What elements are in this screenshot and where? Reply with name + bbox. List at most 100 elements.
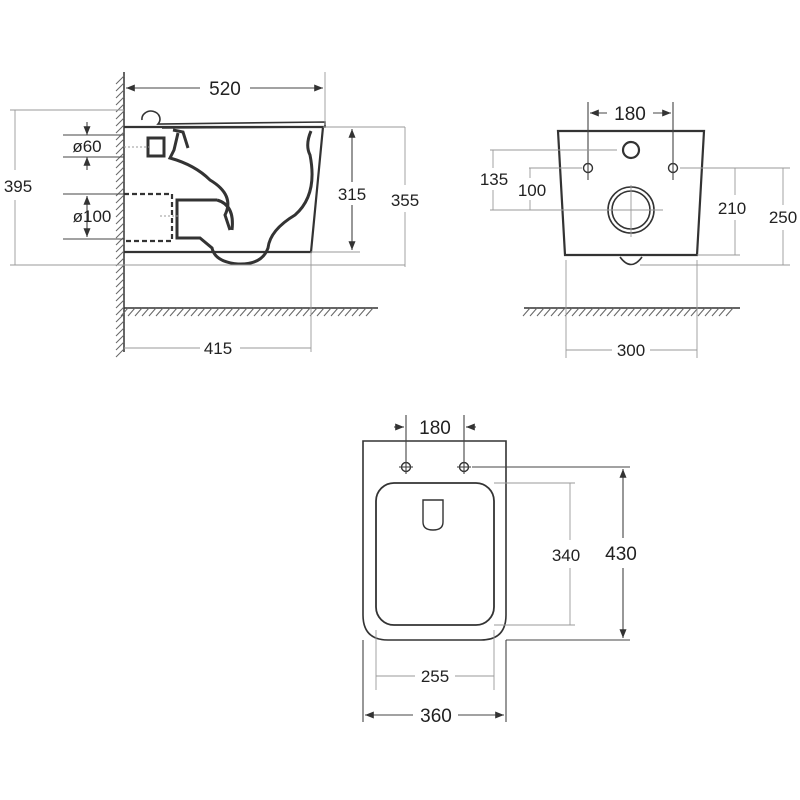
hatch-line (592, 307, 601, 317)
hatch-line (115, 89, 125, 99)
hatch-line (613, 307, 622, 317)
hatch-line (141, 307, 150, 317)
hatch-line (267, 307, 276, 317)
hatch-line (676, 307, 685, 317)
hatch-line (115, 271, 125, 281)
hatch-line (337, 307, 346, 317)
dimension-label: 315 (338, 185, 366, 204)
hatch-line (295, 307, 304, 317)
hatch-line (115, 131, 125, 141)
dimension-label: 520 (209, 79, 241, 100)
dimension-inlet-diameter: ø60 (63, 122, 124, 170)
hatch-line (115, 299, 125, 309)
hatch-line (634, 307, 643, 317)
hatch-line (288, 307, 297, 317)
dimension-340: 340 (494, 482, 580, 626)
dimension-395: 395 (4, 109, 405, 266)
toilet-back-profile (556, 129, 706, 266)
hatch-line (365, 307, 374, 317)
hatch-line (211, 307, 220, 317)
hatch-line (155, 307, 164, 317)
dimension-label: 415 (204, 339, 232, 358)
hatch-line (585, 307, 594, 317)
hatch-line (115, 264, 125, 274)
hatch-line (197, 307, 206, 317)
dimension-180-back: 180 (587, 102, 674, 180)
hatch-line (358, 307, 367, 317)
hatch-line (697, 307, 706, 317)
hatch-line (115, 236, 125, 246)
dimension-outlet-diameter: ø100 (63, 193, 124, 240)
hatch-line (183, 307, 192, 317)
hatch-line (162, 307, 171, 317)
dimension-label: 300 (617, 341, 645, 360)
dimension-label: 430 (605, 544, 637, 565)
hatch-line (115, 208, 125, 218)
hatch-line (557, 307, 566, 317)
side-view: 520 395 ø60 ø100 315 (4, 72, 419, 358)
hatch-line (115, 348, 125, 358)
hatch-line (134, 307, 143, 317)
hatch-line (115, 215, 125, 225)
hatch-line (115, 75, 125, 85)
dimension-100: 100 (518, 167, 582, 210)
dimension-label: 180 (614, 104, 646, 125)
dimension-label: 255 (421, 667, 449, 686)
dimension-180-top: 180 (394, 415, 476, 474)
hatch-line (115, 187, 125, 197)
hatch-line (115, 180, 125, 190)
dimension-520: 520 (126, 72, 326, 125)
dimension-label: 360 (420, 706, 452, 727)
hatch-line (115, 306, 125, 316)
hatch-line (578, 307, 587, 317)
dimension-360: 360 (362, 640, 507, 727)
toilet-side-profile (124, 110, 326, 266)
dimension-210: 210 (680, 167, 790, 256)
hatch-line (115, 278, 125, 288)
hatch-line (218, 307, 227, 317)
hatch-line (115, 250, 125, 260)
dimension-label: 210 (718, 199, 746, 218)
hatch-line (232, 307, 241, 317)
hatch-line (620, 307, 629, 317)
hatch-line (718, 307, 727, 317)
hatch-line (316, 307, 325, 317)
dimension-255: 255 (375, 630, 495, 690)
dimension-label: 180 (419, 418, 451, 439)
hatch-line (115, 117, 125, 127)
top-view: 180 340 430 255 360 (362, 415, 637, 727)
hatch-line (225, 307, 234, 317)
hatch-line (115, 96, 125, 106)
dimension-315: 315 (311, 126, 405, 253)
hatch-line (344, 307, 353, 317)
dimension-label: 340 (552, 546, 580, 565)
hatch-line (648, 307, 657, 317)
hatch-line (281, 307, 290, 317)
hatch-line (115, 201, 125, 211)
hatch-line (536, 307, 545, 317)
dimension-label: 355 (391, 191, 419, 210)
hatch-line (599, 307, 608, 317)
hatch-line (115, 320, 125, 330)
toilet-top-profile (362, 440, 507, 641)
hatch-line (190, 307, 199, 317)
hatch-line (260, 307, 269, 317)
hatch-line (115, 82, 125, 92)
hatch-line (115, 166, 125, 176)
hatch-line (351, 307, 360, 317)
hatch-line (274, 307, 283, 317)
back-view: 180 135 100 210 250 (480, 102, 797, 360)
hatch-line (115, 159, 125, 169)
hatch-line (550, 307, 559, 317)
hatch-line (662, 307, 671, 317)
dimension-label: 100 (518, 181, 546, 200)
hatch-line (115, 124, 125, 134)
hatch-line (115, 327, 125, 337)
hatch-line (115, 292, 125, 302)
hatch-line (127, 307, 136, 317)
hatch-line (246, 307, 255, 317)
hatch-line (323, 307, 332, 317)
floor (120, 307, 378, 317)
hatch-line (115, 194, 125, 204)
hatch-line (120, 307, 129, 317)
